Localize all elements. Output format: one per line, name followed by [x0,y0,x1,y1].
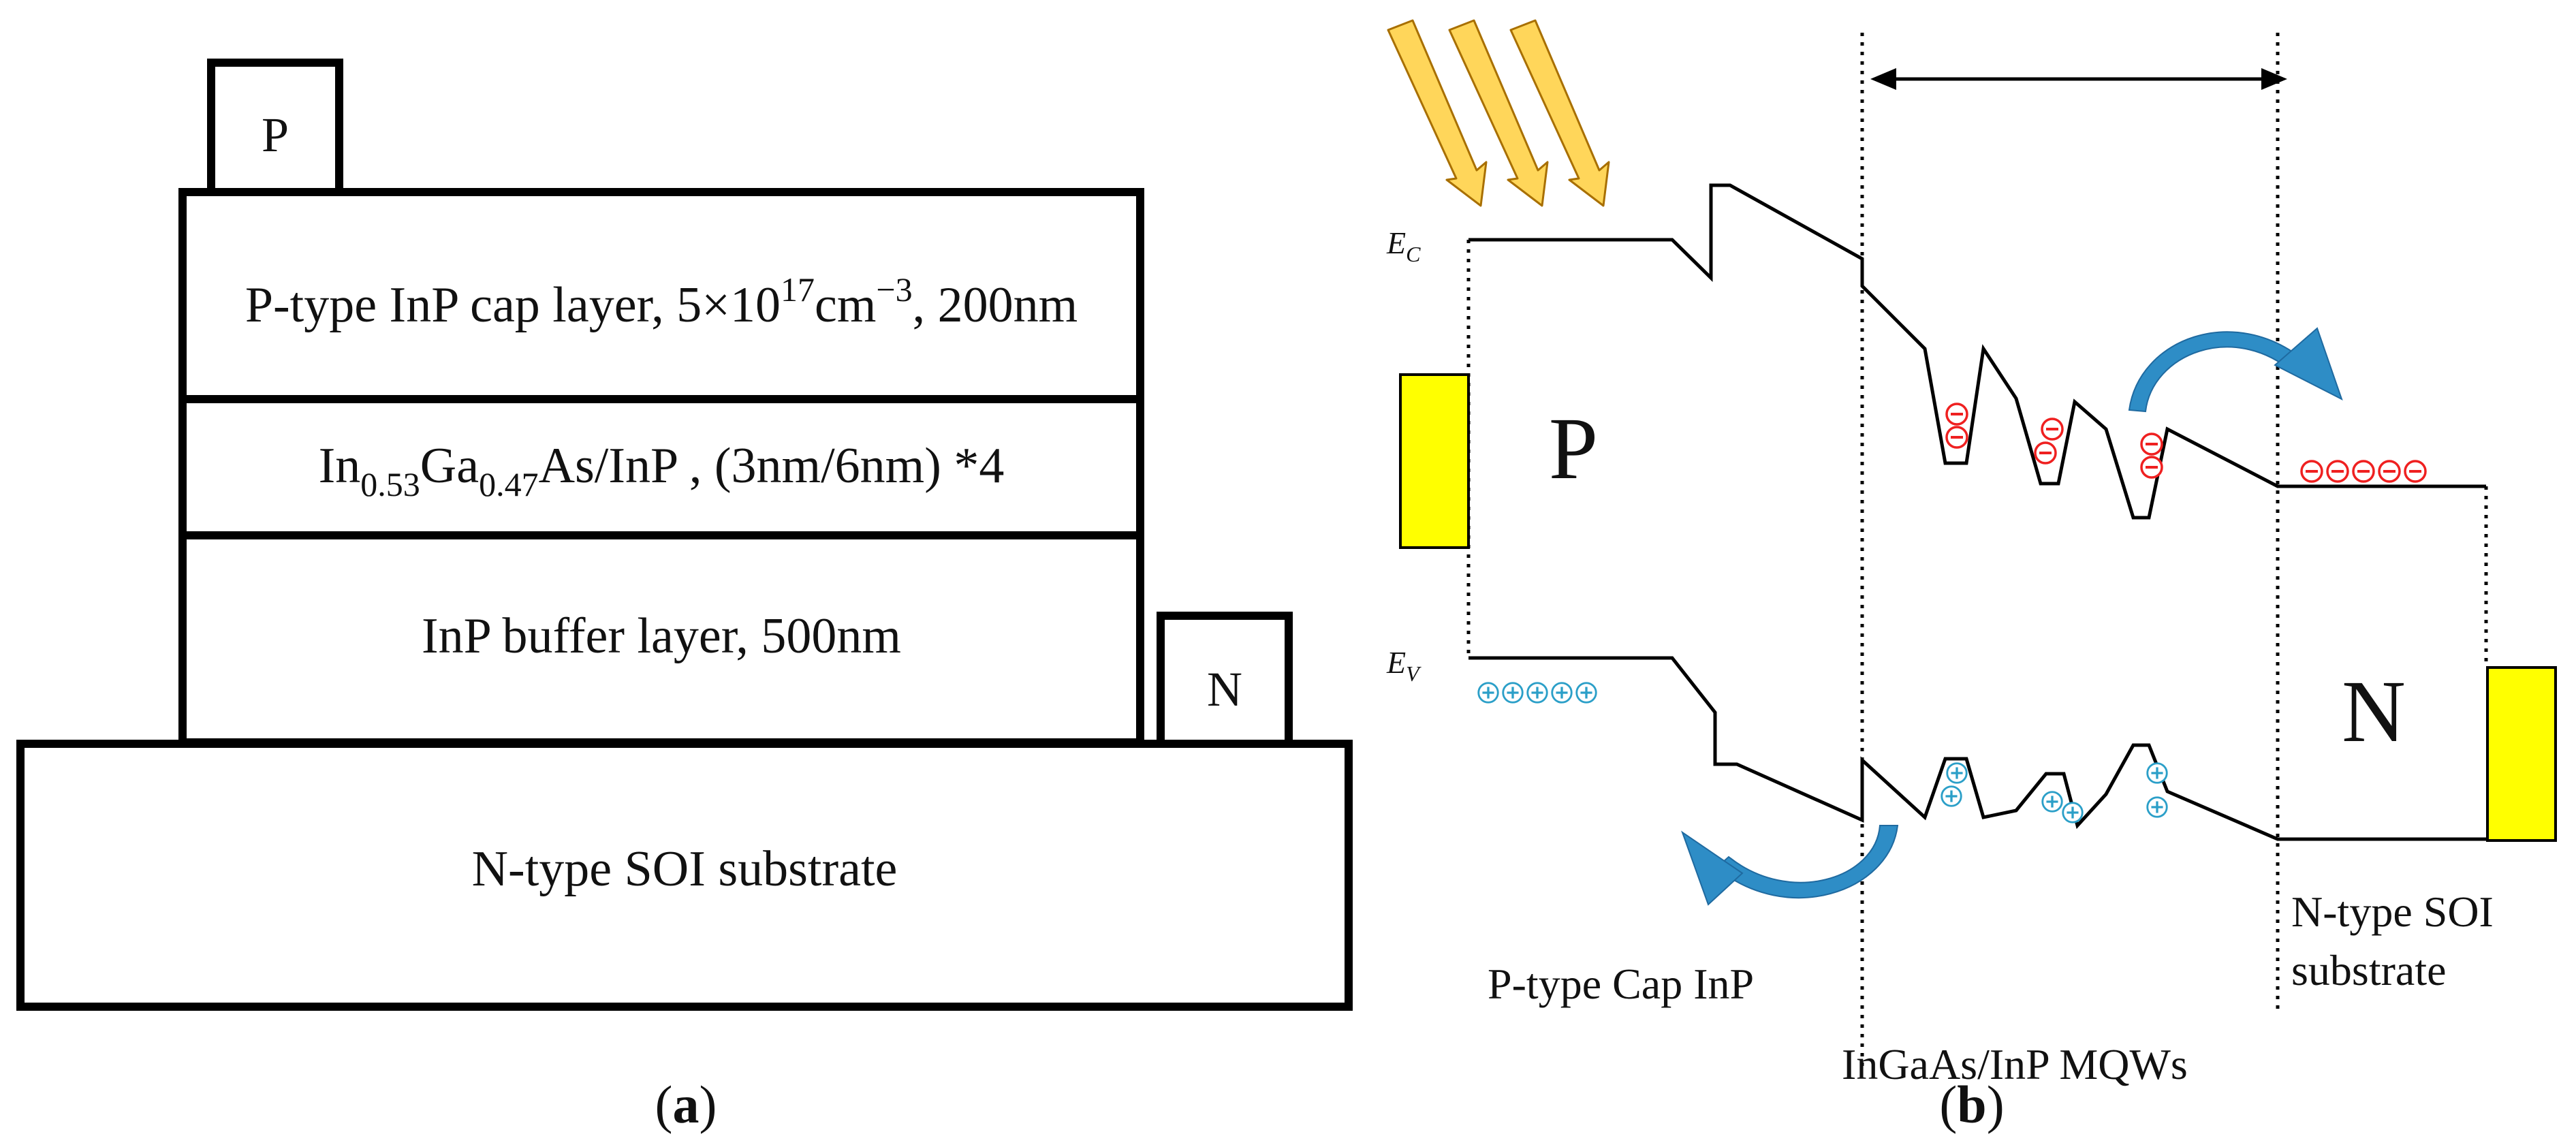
caption-b: (b) [1939,1075,2004,1134]
hole [1551,682,1573,704]
n-side-contact [2486,666,2557,842]
electron [2140,433,2163,456]
substrate-region-label-line2: substrate [2291,946,2447,994]
ec-label: EC [1386,225,1421,266]
caption-a: (a) [655,1075,717,1134]
light-ray [1448,19,1549,207]
hole [1477,682,1499,704]
electrons [1945,403,2427,483]
n-contact-label: N [1207,662,1242,717]
buffer-layer-label: InP buffer layer, 500nm [422,608,901,664]
electron [2378,460,2401,483]
electron [2326,460,2349,483]
electron [1945,403,1968,426]
hole [2041,791,2063,813]
p-contact-label: P [262,108,289,162]
valence-band [1468,656,2486,841]
mqw-region-label: InGaAs/InP MQWs [1842,1040,2188,1088]
substrate-label: N-type SOI substrate [472,841,898,897]
panel-b-band-diagram: EC EV P N [1386,19,2557,1134]
electron [2140,456,2163,479]
hole [2062,802,2084,823]
substrate-region-label-line1: N-type SOI [2291,887,2494,936]
p-region-label: P [1549,400,1598,498]
electron [2404,460,2427,483]
hole-transfer-arrow [1681,825,1899,906]
substrate-box [16,740,1353,1011]
electron [2034,441,2057,465]
hole [1575,682,1597,704]
electron [2041,418,2064,441]
p-side-contact [1399,373,1470,549]
electron [2352,460,2375,483]
conduction-band [1468,183,2486,520]
ev-label: EV [1386,645,1421,686]
hole [1526,682,1548,704]
electron [1945,426,1968,449]
cap-layer-label: P-type InP cap layer, 5×1017cm−3, 200nm [245,270,1078,333]
electron-transfer-arrow [2128,327,2343,413]
mqw-layer-label: In0.53Ga0.47As/InP , (3nm/6nm) *4 [319,438,1005,503]
light-ray [1509,19,1610,207]
p-cap-region-label: P-type Cap InP [1488,960,1754,1008]
electron [2300,460,2323,483]
light-ray [1387,19,1488,207]
hole [1946,762,1968,784]
panel-a-layer-stack: P P-type InP cap layer, 5×1017cm−3, 200n… [16,59,1353,1134]
buffer-layer-box [178,531,1144,747]
hole [1502,682,1524,704]
hole [1941,785,1962,807]
n-region-label: N [2342,663,2406,761]
hole [2146,762,2168,784]
cap-layer-box [178,188,1144,403]
mqw-width-arrow [1870,68,2287,90]
light-rays [1387,19,1610,207]
hole [2146,796,2168,818]
